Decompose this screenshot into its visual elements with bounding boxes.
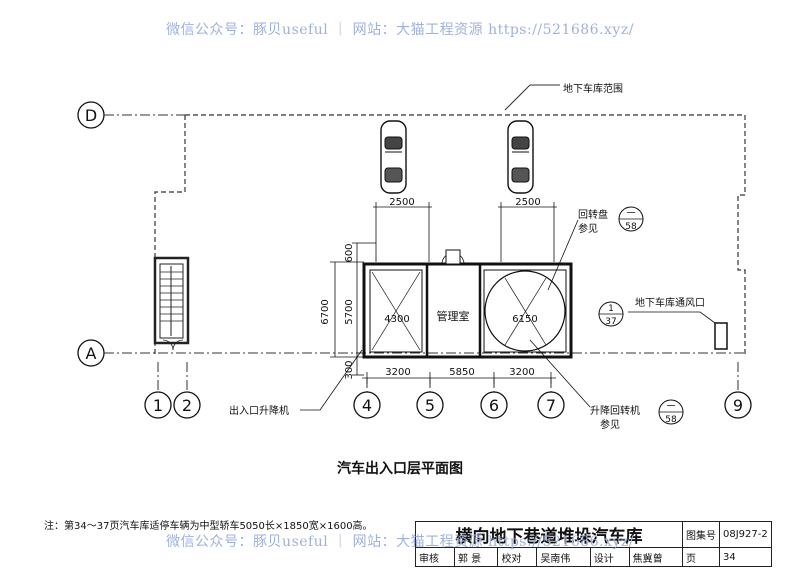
ref-turntable-bottom: 58 — [625, 222, 637, 232]
ref-lift-turntable-bottom: 58 — [665, 415, 677, 425]
watermark-top: 微信公众号：豚贝useful ｜ 网站：大猫工程资源 https://52168… — [166, 22, 634, 38]
title-block-atlas-label: 图集号 — [682, 521, 720, 548]
title-block-review: 审核 — [415, 547, 455, 567]
ref-lift-turntable-top: 一 — [666, 402, 675, 412]
title-block-title: 横向地下巷道堆垛汽车库 — [415, 521, 683, 548]
dim-6700: 6700 — [320, 299, 331, 324]
dim-3200-right: 3200 — [509, 367, 534, 378]
label-vent: 地下车库通风口 — [635, 296, 705, 309]
label-garage-range: 地下车库范围 — [563, 82, 623, 95]
title-block-design: 设计 — [589, 547, 630, 567]
staircase — [153, 256, 190, 351]
dim-300: 300 — [344, 360, 355, 379]
dim-600: 600 — [344, 243, 355, 262]
title-block-page-label: 页 — [682, 547, 720, 567]
drawing-note: 注：第34～37页汽车库适停车辆为中型轿车5050长×1850宽×1600高。 — [44, 521, 373, 532]
axis-a: A — [86, 344, 97, 363]
vent-opening — [714, 322, 728, 350]
ref-turntable-top: 一 — [626, 209, 635, 219]
axis-5: 5 — [425, 396, 435, 415]
dim-6150: 6150 — [512, 314, 537, 325]
axis-4: 4 — [362, 396, 372, 415]
dim-5850: 5850 — [449, 367, 474, 378]
axis-6: 6 — [489, 396, 499, 415]
title-block-checker: 吴南伟 — [536, 547, 591, 567]
dim-4300: 4300 — [384, 314, 409, 325]
dim-2500-left: 2500 — [389, 197, 414, 208]
car-left — [380, 120, 407, 194]
axis-9: 9 — [733, 396, 743, 415]
axis-7: 7 — [546, 396, 556, 415]
title-block-page-no: 34 — [719, 547, 772, 567]
title-block-check: 校对 — [497, 547, 538, 567]
label-entrance-lift: 出入口升降机 — [229, 404, 289, 417]
axis-2: 2 — [182, 396, 192, 415]
axis-d: D — [85, 106, 97, 125]
label-see-1: 参见 — [578, 222, 598, 235]
label-lift-turntable: 升降回转机 — [590, 404, 640, 417]
room-office: 管理室 — [437, 309, 470, 323]
car-right — [507, 120, 534, 194]
dim-5700: 5700 — [344, 299, 355, 324]
ref-vent-top: 1 — [608, 304, 614, 314]
label-see-2: 参见 — [600, 418, 620, 431]
title-block-designer: 焦冀曾 — [628, 547, 684, 567]
title-block: 横向地下巷道堆垛汽车库 图集号 08J927-2 审核 郭 景 校对 吴南伟 设… — [415, 521, 772, 567]
axis-1: 1 — [153, 396, 163, 415]
entrance-building — [362, 249, 573, 359]
watermark-bottom: 微信公众号：豚贝useful ｜ 网站：大猫工程资源 https://52168… — [166, 534, 634, 550]
drawing-caption: 汽车出入口层平面图 — [337, 461, 463, 477]
dim-2500-right: 2500 — [515, 197, 540, 208]
dim-3200-left: 3200 — [385, 367, 410, 378]
label-turntable: 回转盘 — [578, 208, 608, 221]
ref-vent-bottom: 37 — [605, 317, 616, 327]
